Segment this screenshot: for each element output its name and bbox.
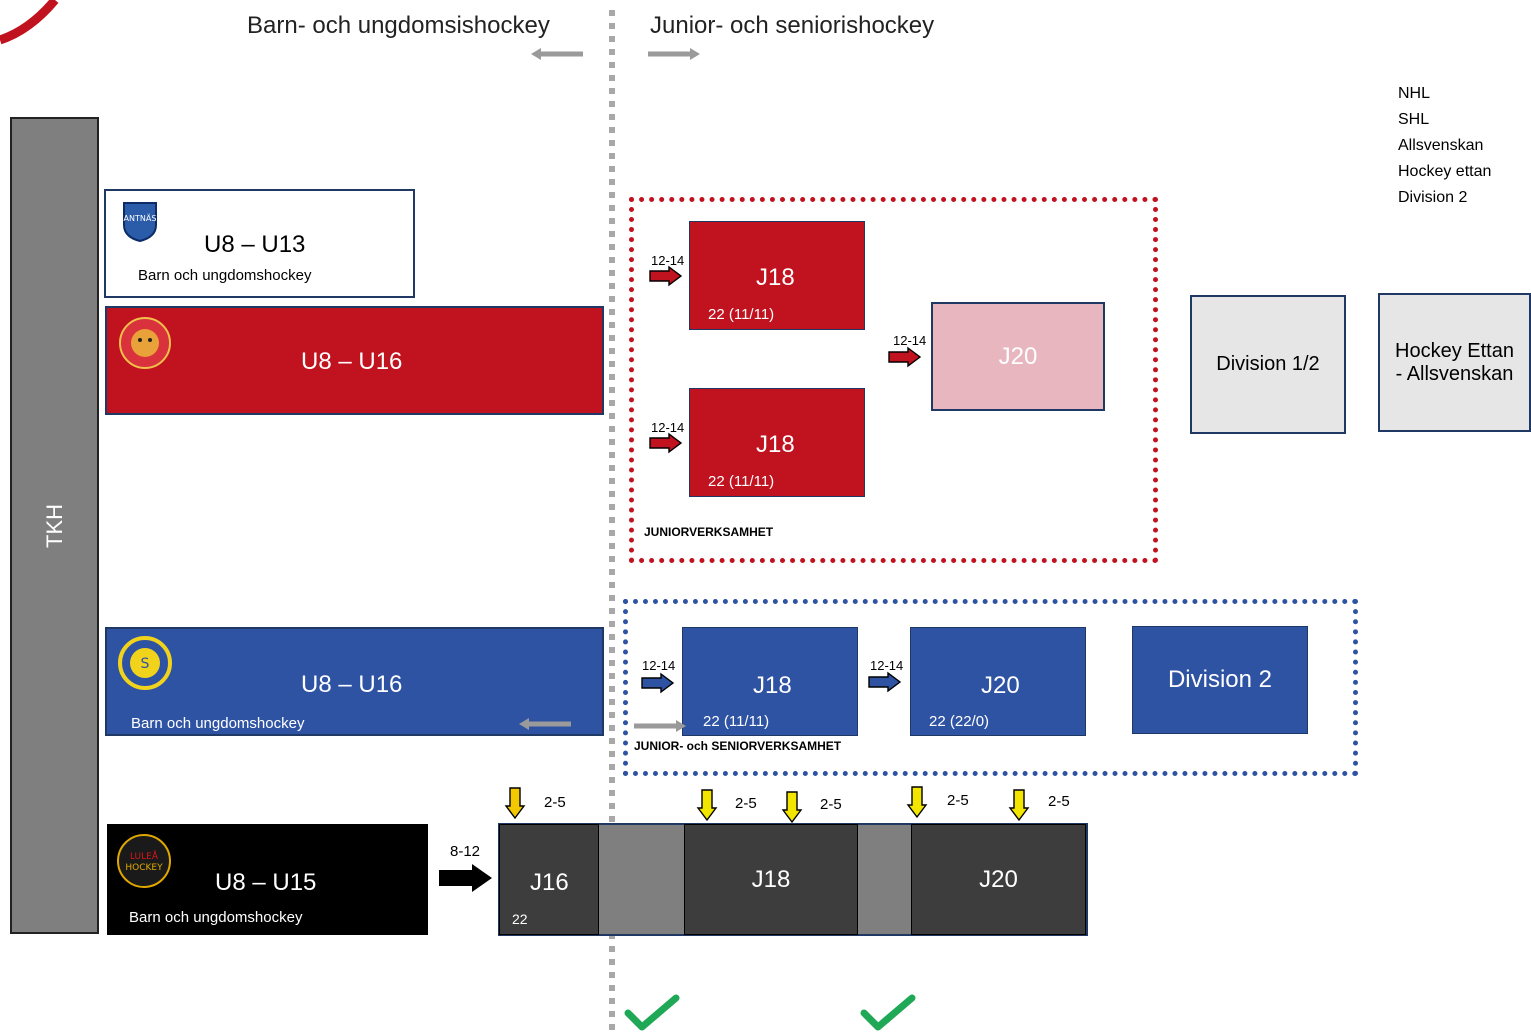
division-2-box: Division 2 [1132, 626, 1308, 734]
grey-arrow-icon [634, 720, 686, 732]
yellow-arrow-label: 2-5 [544, 794, 566, 811]
arrow-label: 8-12 [450, 843, 481, 860]
league-line: - Allsvenskan [1395, 362, 1514, 385]
svg-text:LULEÅ: LULEÅ [130, 850, 159, 862]
arrow-label: 12-14 [651, 420, 685, 435]
club-subtitle: Barn och ungdomshockey [129, 909, 303, 926]
corner-logo-fragment [0, 0, 59, 45]
yellow-down-arrow-icon [696, 789, 718, 822]
team-title: J18 [751, 865, 791, 893]
black-arrow-icon [439, 864, 492, 892]
team-title: J16 [530, 869, 569, 896]
arrow-label: 12-14 [893, 333, 927, 348]
league-item: NHL [1398, 85, 1431, 102]
blue-arrow-icon [868, 671, 902, 693]
division-1-2-box: Division 1/2 [1190, 295, 1346, 434]
green-check-icon [860, 994, 916, 1031]
league-item: Allsvenskan [1398, 137, 1484, 154]
team-count: 22 (11/11) [708, 306, 775, 323]
green-check-icon [624, 994, 680, 1031]
team-count: 22 (11/11) [703, 713, 770, 730]
tkh-label: TKH [41, 503, 67, 548]
team-count: 22 [512, 911, 528, 927]
team-title: J18 [756, 431, 795, 458]
junior-senior-label: JUNIOR- och SENIORVERKSAMHET [634, 739, 842, 753]
antnas-logo-icon: ANTNÄS [123, 202, 157, 243]
team-count: 22 (22/0) [929, 713, 990, 730]
team-box-j18: J18 22 (11/11) [689, 388, 865, 497]
club-range: U8 – U16 [301, 348, 403, 375]
junior-container: JUNIORVERKSAMHET [629, 197, 1158, 563]
svg-text:S: S [141, 656, 150, 672]
team-box-j16: J16 22 [499, 824, 599, 935]
blue-arrow-icon [641, 672, 675, 694]
league-list: NHL SHL Allsvenskan Hockey ettan Divisio… [1398, 81, 1491, 211]
tiger-logo-icon [119, 317, 171, 369]
arrow-label: 12-14 [642, 658, 676, 673]
club-range: U8 – U15 [215, 869, 317, 896]
header-right-arrow [648, 48, 700, 60]
team-count: 22 (11/11) [708, 473, 775, 490]
club-range: U8 – U16 [301, 671, 403, 698]
division-label: Division 1/2 [1216, 353, 1320, 375]
club-blue-left-arrow [519, 718, 571, 730]
club-range: U8 – U13 [204, 231, 306, 258]
club-box-blue: S U8 – U16 Barn och ungdomshockey [105, 627, 604, 736]
team-title: J20 [981, 672, 1020, 699]
league-item: Hockey ettan [1398, 163, 1492, 180]
club-subtitle: Barn och ungdomshockey [138, 267, 312, 284]
red-arrow-icon [649, 432, 683, 454]
yellow-down-arrow-icon [504, 787, 526, 820]
team-title: J18 [753, 672, 792, 699]
team-box-j18: J18 22 (11/11) [689, 221, 865, 330]
team-title: J20 [979, 865, 1018, 893]
arrow-label: 12-14 [870, 658, 904, 673]
club-box-lulea: LULEÅ HOCKEY U8 – U15 Barn och ungdomsho… [107, 824, 428, 935]
league-line: Hockey Ettan [1395, 339, 1514, 362]
team-box-j18: J18 [684, 824, 858, 935]
team-box-j20: J20 [911, 824, 1086, 935]
yellow-arrow-label: 2-5 [820, 796, 842, 813]
club-box-antnas: ANTNÄS U8 – U13 Barn och ungdomshockey [104, 189, 415, 298]
tkh-bar: TKH [10, 117, 99, 934]
red-arrow-icon [888, 346, 922, 368]
club-subtitle: Barn och ungdomshockey [131, 715, 305, 732]
team-title: J20 [998, 342, 1038, 370]
division-label: Division 2 [1167, 666, 1273, 693]
header-right-title: Junior- och seniorishockey [650, 12, 935, 39]
header-left-arrow [531, 48, 583, 60]
team-box-j18: J18 22 (11/11) [682, 627, 858, 736]
header-left-title: Barn- och ungdomsishockey [247, 12, 550, 39]
yellow-down-arrow-icon [781, 791, 803, 824]
team-title: J18 [756, 264, 795, 291]
hockey-ettan-box: Hockey Ettan - Allsvenskan [1378, 293, 1531, 432]
league-item: Division 2 [1398, 189, 1468, 206]
yellow-down-arrow-icon [1008, 789, 1030, 822]
age-divider-line [609, 10, 615, 1032]
junior-senior-container [623, 599, 1358, 776]
yellow-arrow-label: 2-5 [735, 795, 757, 812]
svg-text:ANTNÄS: ANTNÄS [124, 213, 157, 223]
club-box-red: U8 – U16 [105, 306, 604, 415]
yellow-arrow-label: 2-5 [1048, 793, 1070, 810]
svg-text:HOCKEY: HOCKEY [125, 863, 163, 873]
yellow-down-arrow-icon [906, 786, 928, 819]
team-box-j20: J20 [931, 302, 1105, 411]
league-item: SHL [1398, 111, 1430, 128]
yellow-arrow-label: 2-5 [947, 792, 969, 809]
red-arrow-icon [649, 265, 683, 287]
arrow-label: 12-14 [651, 253, 685, 268]
lulea-logo-icon: LULEÅ HOCKEY [117, 834, 171, 888]
sk-logo-icon: S [118, 636, 172, 690]
junior-container-label: JUNIORVERKSAMHET [644, 525, 774, 539]
team-box-j20: J20 22 (22/0) [910, 627, 1086, 736]
